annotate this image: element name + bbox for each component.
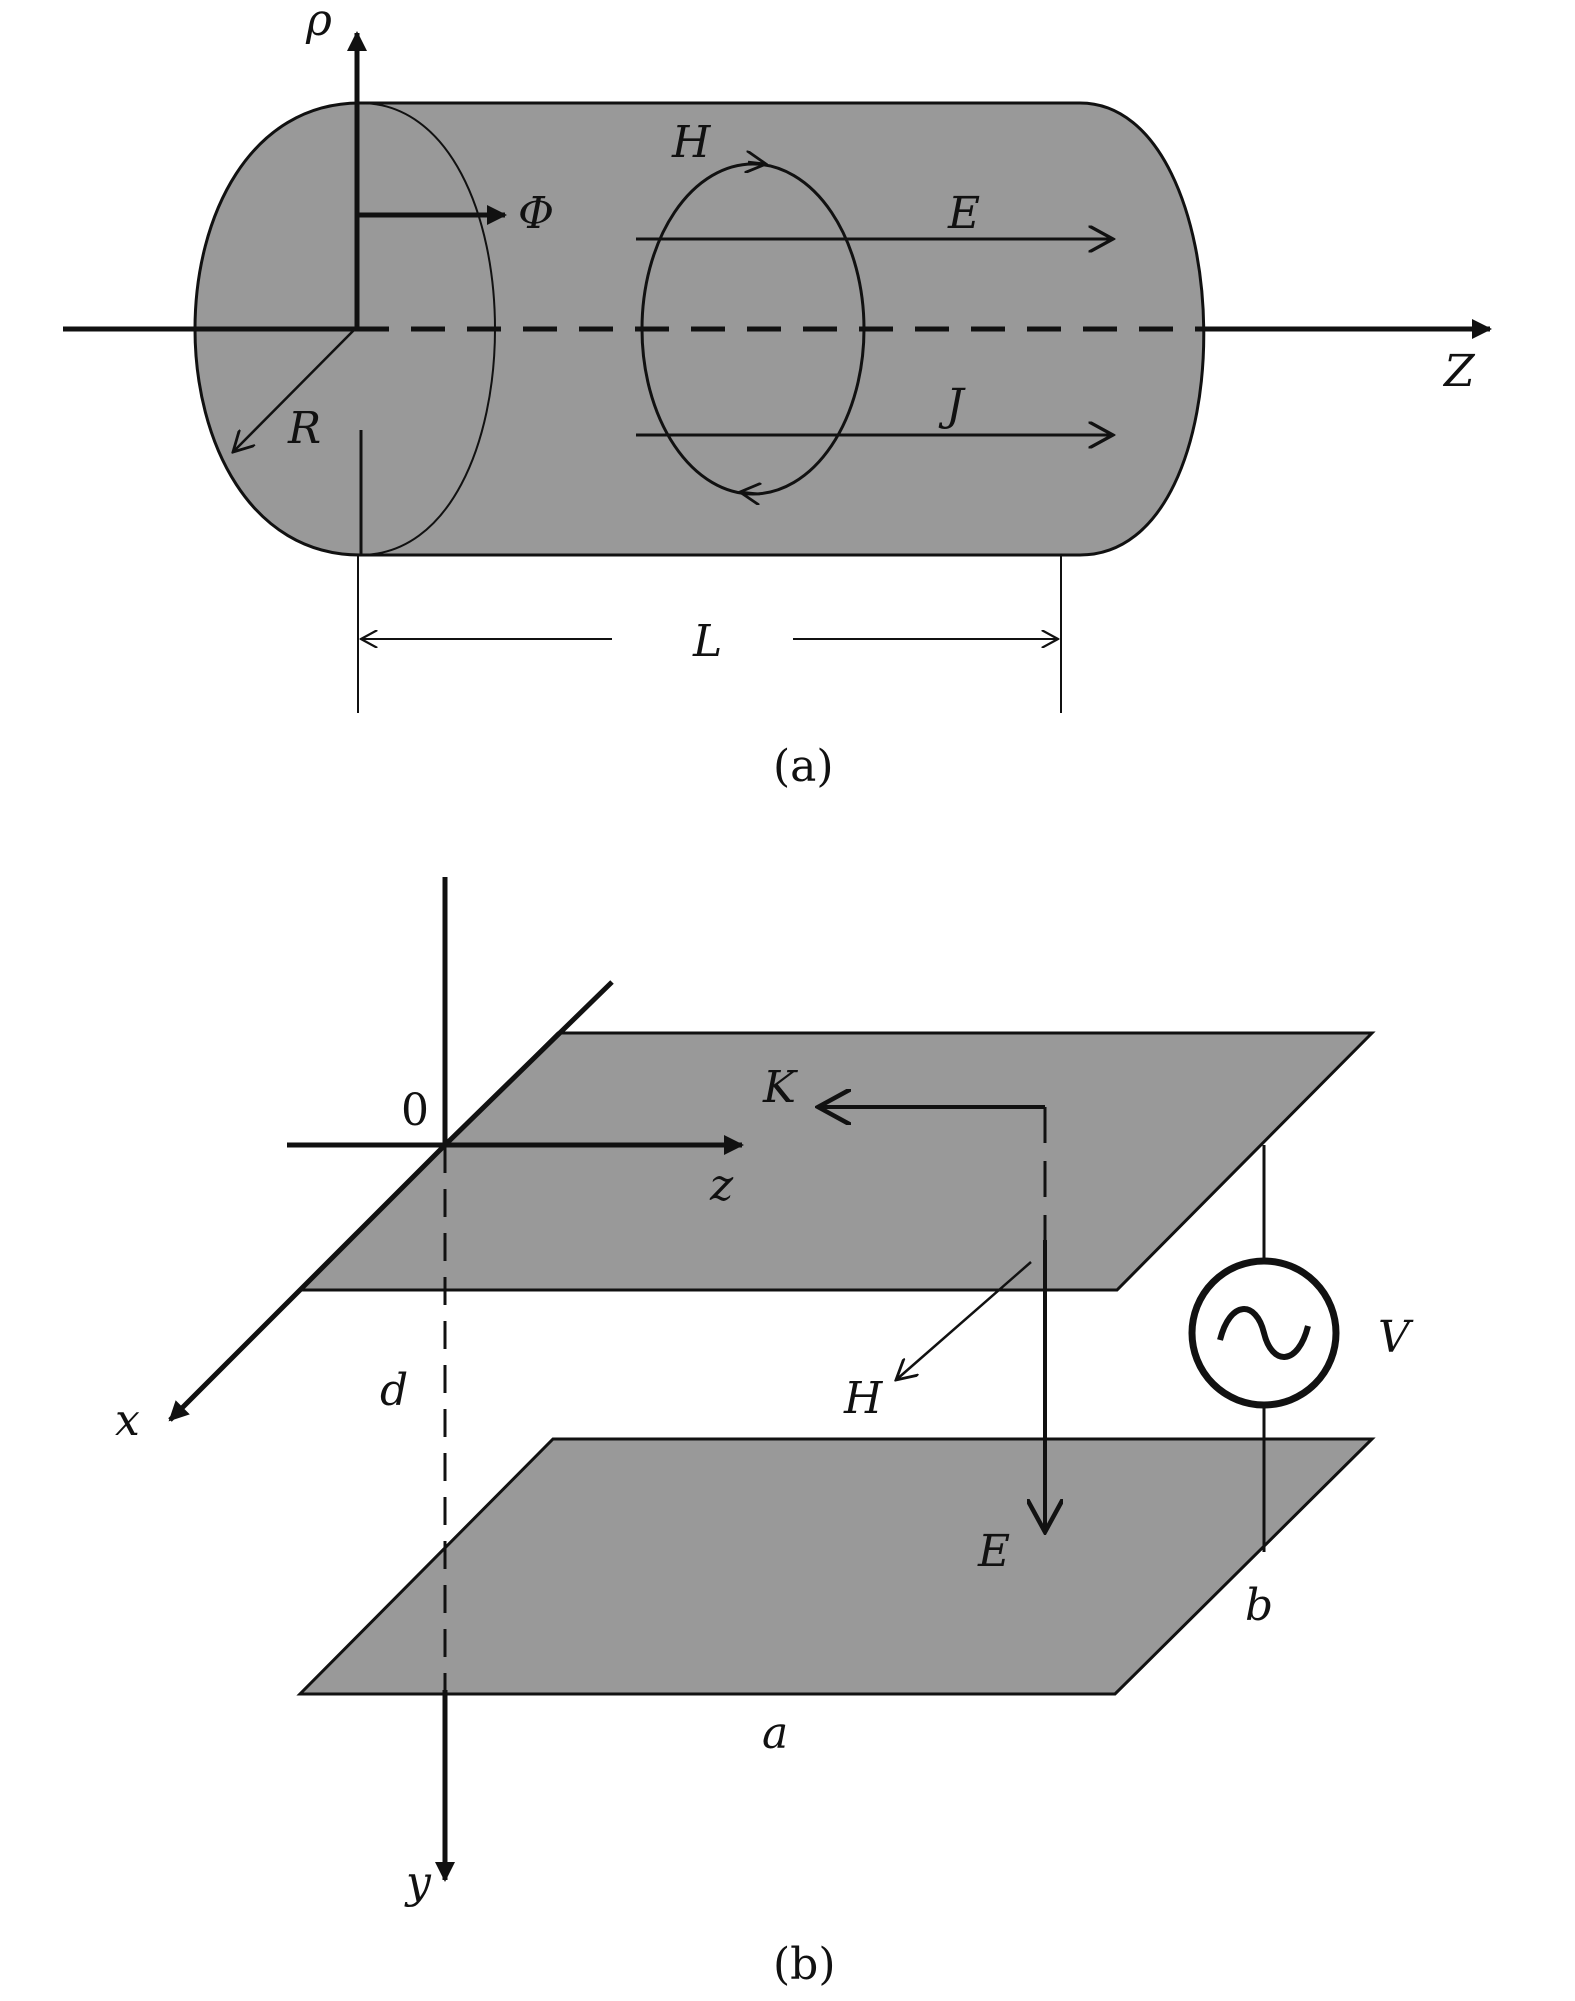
l-label: L — [692, 616, 722, 667]
bottom-plate — [296, 1437, 1376, 1696]
radius-arrow — [233, 328, 356, 452]
y-label: y — [404, 1857, 432, 1908]
h-loop-arrow-top — [748, 162, 766, 164]
x-label: x — [115, 1395, 140, 1446]
z-label-b: z — [709, 1160, 734, 1211]
a-label: a — [762, 1708, 788, 1759]
panel-a: ρ Φ H E Z R J L (a) — [63, 0, 1492, 792]
x-axis — [168, 1143, 447, 1422]
d-label: d — [380, 1365, 408, 1416]
panel-a-caption: (a) — [773, 741, 834, 792]
e-label-b: E — [977, 1526, 1010, 1577]
h-label: H — [671, 117, 712, 168]
phi-label: Φ — [518, 188, 554, 239]
x-axis-back — [443, 980, 614, 1147]
top-plate — [296, 1031, 1376, 1292]
h-loop-arrow-bottom — [740, 492, 760, 494]
panel-b-caption: (b) — [773, 1939, 836, 1990]
panel-b: 0 K z x d H V E b a y (b) — [115, 877, 1414, 1990]
h-field-arrow — [896, 1261, 1032, 1380]
ac-source-icon — [1188, 1257, 1340, 1409]
rho-label: ρ — [305, 0, 332, 46]
b-label: b — [1245, 1580, 1273, 1631]
h-label-b: H — [843, 1373, 884, 1424]
v-label: V — [1378, 1312, 1414, 1363]
z-label: Z — [1442, 346, 1476, 397]
r-label: R — [287, 403, 321, 454]
k-label: K — [762, 1062, 798, 1113]
origin-label: 0 — [401, 1085, 429, 1136]
e-label: E — [947, 188, 980, 239]
